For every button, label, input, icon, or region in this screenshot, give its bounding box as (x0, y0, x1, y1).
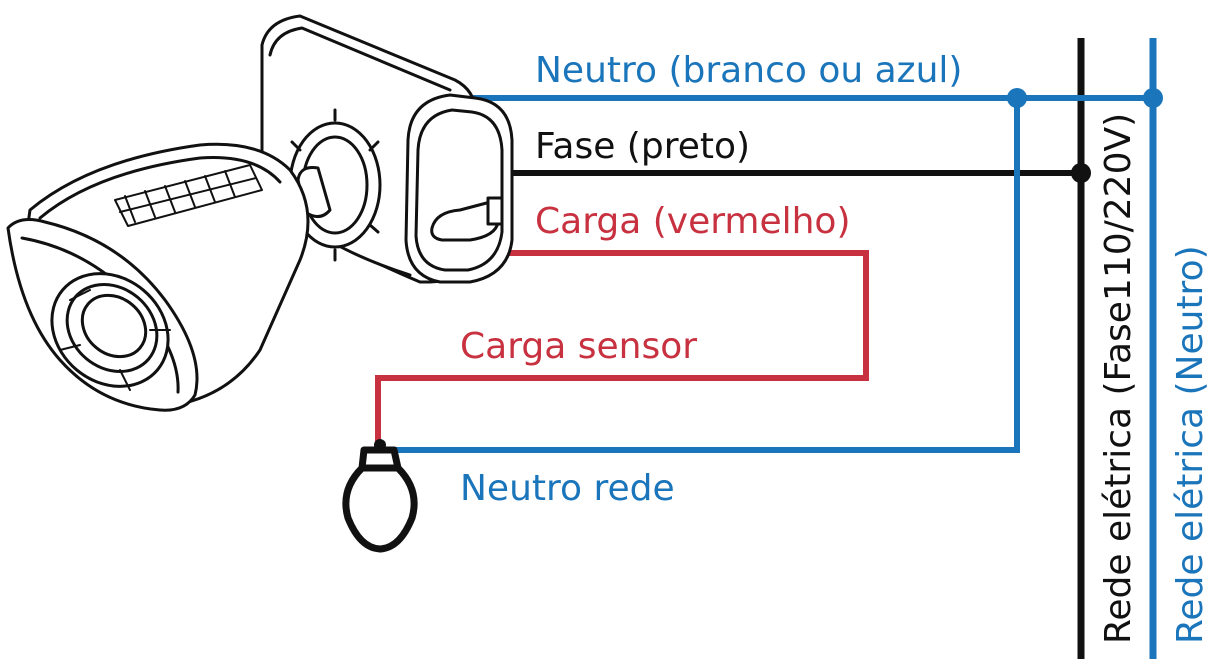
label-grid-neutral: Rede elétrica (Neutro) (1170, 245, 1207, 644)
camera-label-plate (114, 164, 263, 227)
label-load-wire: Carga (vermelho) (535, 201, 851, 242)
junction-dot-phase (1071, 163, 1091, 183)
label-neutral-grid: Neutro rede (460, 468, 675, 509)
security-camera-sensor-icon (6, 14, 514, 412)
junction-dot-neutral-1 (1007, 88, 1027, 108)
light-bulb-icon (342, 439, 418, 553)
label-phase-wire: Fase (preto) (535, 126, 750, 167)
label-load-sensor: Carga sensor (460, 326, 697, 367)
label-grid-phase: Rede elétrica (Fase110/220V) (1098, 113, 1139, 644)
neutral-grid-wire (380, 98, 1020, 453)
load-wire (375, 250, 869, 445)
junction-dot-neutral-2 (1143, 88, 1163, 108)
label-neutral-wire: Neutro (branco ou azul) (535, 50, 962, 91)
wires (375, 38, 1163, 659)
